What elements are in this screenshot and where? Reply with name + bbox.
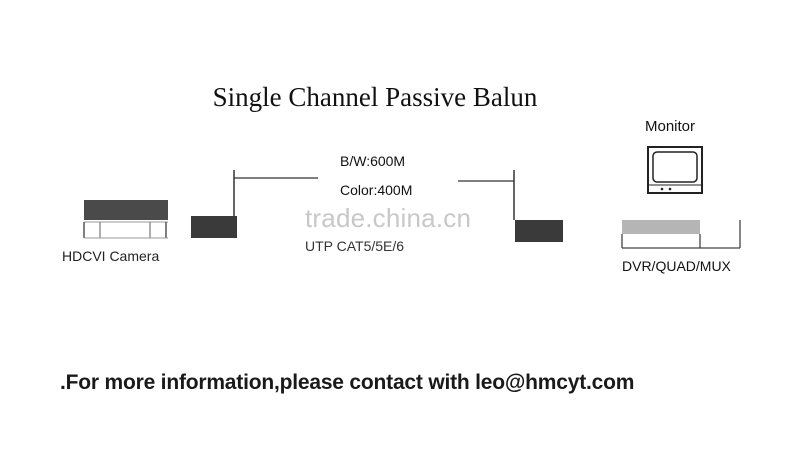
monitor-device bbox=[647, 146, 703, 194]
bw-bandwidth-label: B/W:600M bbox=[340, 153, 406, 169]
recorder-label: DVR/QUAD/MUX bbox=[622, 258, 731, 274]
monitor-label: Monitor bbox=[645, 118, 696, 135]
recorder-device bbox=[621, 220, 741, 249]
cable-type-label: UTP CAT5/5E/6 bbox=[305, 238, 405, 254]
camera-device bbox=[83, 200, 168, 239]
right-balun bbox=[458, 170, 563, 242]
color-bandwidth-label: Color:400M bbox=[340, 182, 413, 198]
camera-label: HDCVI Camera bbox=[62, 248, 160, 264]
left-balun bbox=[191, 170, 318, 238]
watermark-text: trade.china.cn bbox=[305, 203, 472, 233]
diagram-title: Single Channel Passive Balun bbox=[212, 82, 538, 112]
contact-info: .For more information,please contact wit… bbox=[60, 371, 635, 394]
